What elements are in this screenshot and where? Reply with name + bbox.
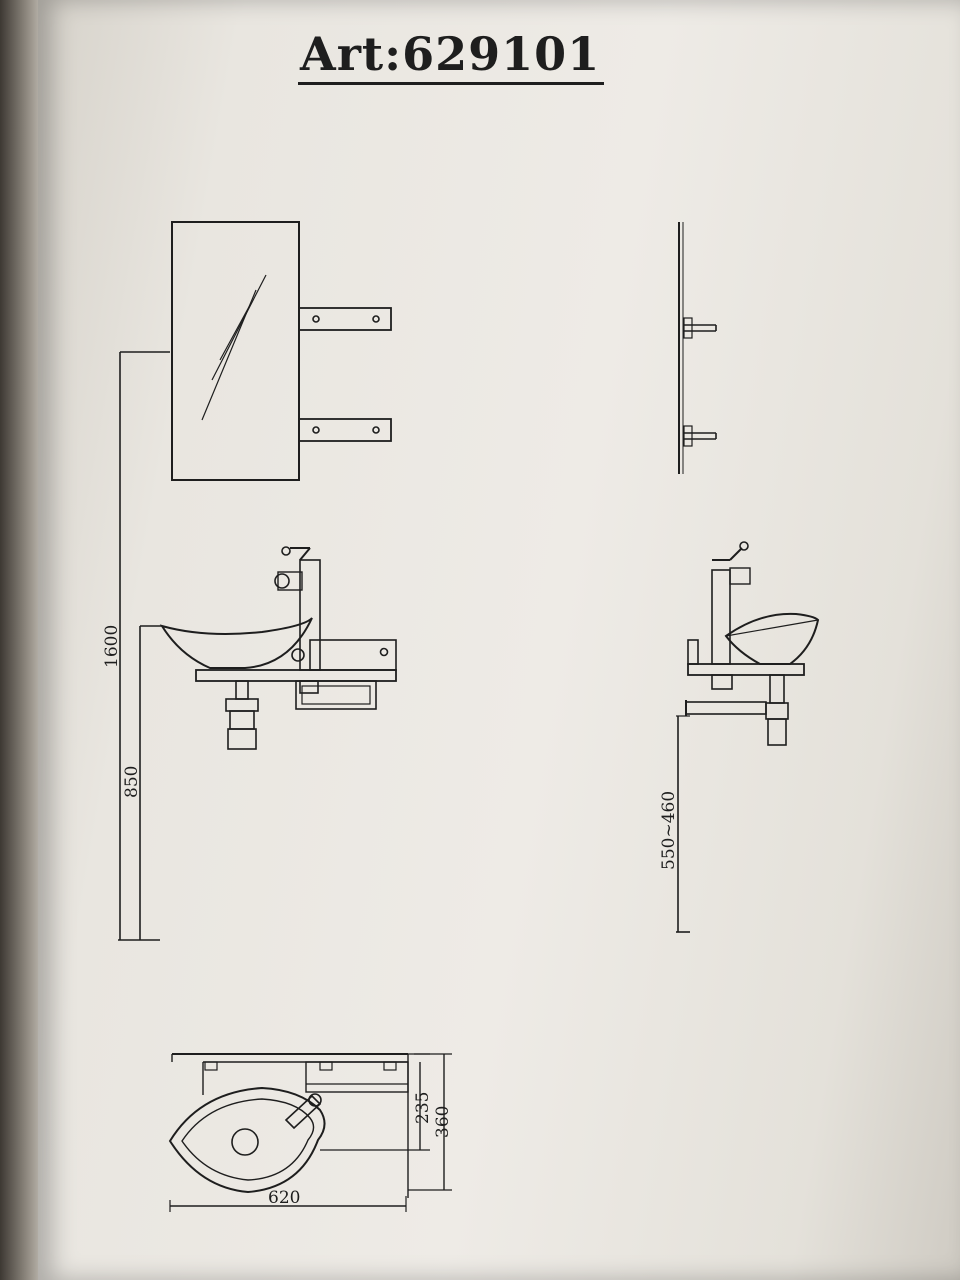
catalog-page [38, 0, 960, 1280]
dim-width: 620 [268, 1188, 300, 1208]
basin-top-view [168, 1053, 409, 1198]
top-view-dimension-lines [169, 1053, 452, 1212]
mirror-front-view [171, 221, 392, 481]
height-dimension-lines [118, 351, 170, 941]
dim-total-height: 1600 [102, 625, 122, 668]
title-underline [298, 82, 604, 85]
dim-basin-height: 850 [122, 766, 142, 798]
basin-side-view [685, 541, 820, 746]
dim-side-height: 550~460 [659, 791, 679, 870]
dim-depth-outer: 360 [433, 1106, 453, 1138]
side-height-dimension-lines [676, 715, 690, 933]
article-title: Art:629101 [300, 27, 601, 81]
mirror-side-view [678, 222, 717, 474]
dim-depth-inner: 235 [413, 1092, 433, 1124]
basin-front-view [159, 546, 397, 750]
